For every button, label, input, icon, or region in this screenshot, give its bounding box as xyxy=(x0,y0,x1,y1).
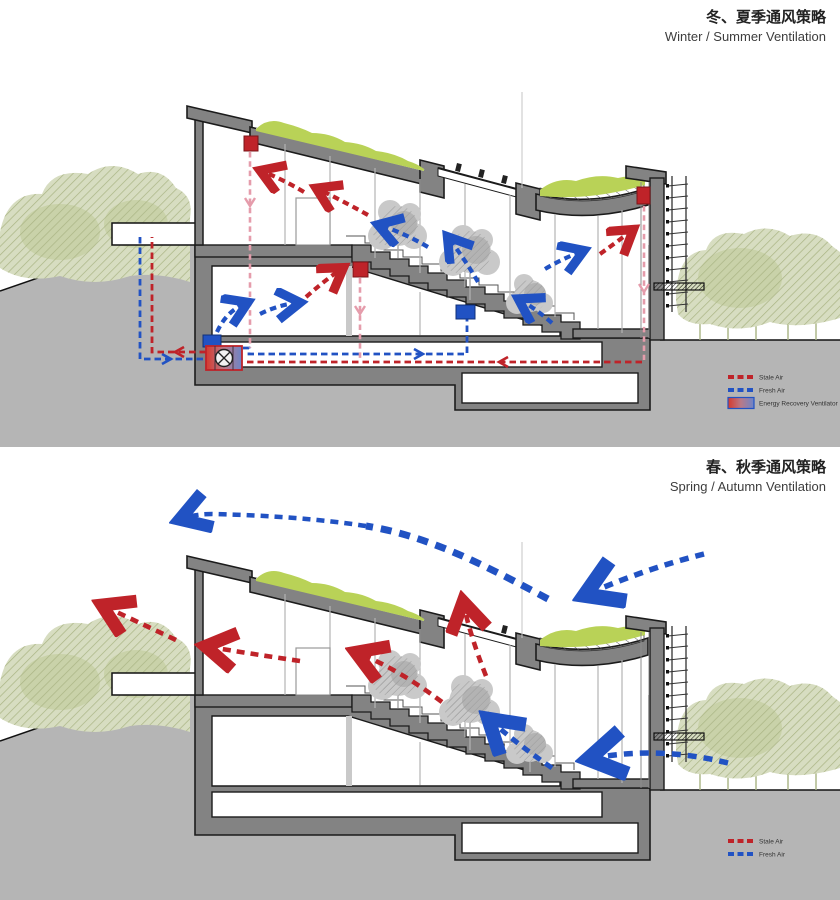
stale-vent-facade-right xyxy=(636,186,651,205)
winter-title-cn: 冬、夏季通风策略 xyxy=(706,8,827,26)
legend-stale-label: Stale Air xyxy=(759,839,784,846)
legend-spring: Stale Air Fresh Air xyxy=(728,839,786,859)
stale-arrow xyxy=(264,172,306,192)
legend-fresh-label: Fresh Air xyxy=(759,388,786,395)
stale-air-arrows xyxy=(264,172,630,299)
duct-down-arrow xyxy=(637,283,651,295)
stale-exhaust-arrows xyxy=(106,606,486,704)
winter-summer-panel: Stale Air Fresh Air Energy Recovery Vent… xyxy=(0,8,840,447)
fresh-diffuser-stairs xyxy=(455,304,476,320)
spring-title-en: Spring / Autumn Ventilation xyxy=(670,479,826,494)
stale-air-exhaust-duct xyxy=(150,237,206,354)
wind-arrow-lower-inlet xyxy=(594,753,729,763)
energy-recovery-ventilator xyxy=(205,345,243,371)
fresh-supply-plenum-duct xyxy=(243,314,469,356)
stale-arrow-clerestory xyxy=(464,606,486,677)
stale-arrow xyxy=(320,190,370,217)
stale-vent-stair-landing xyxy=(352,261,369,278)
fresh-arrow xyxy=(543,252,580,269)
winter-title-en: Winter / Summer Ventilation xyxy=(665,29,826,44)
fresh-flow-arrow xyxy=(413,347,426,361)
fresh-air-intake-duct xyxy=(138,237,204,361)
wind-arrow-interior xyxy=(492,722,554,771)
stale-arrow-upper-room xyxy=(210,647,301,661)
legend-fresh-label: Fresh Air xyxy=(759,852,786,859)
fresh-arrow xyxy=(522,301,554,323)
fresh-wind-arrows xyxy=(184,514,729,771)
wind-arrow-tail xyxy=(365,522,550,603)
fresh-arrow xyxy=(450,240,480,284)
wind-arrow-over-roof xyxy=(184,514,367,526)
fresh-arrow xyxy=(259,303,296,314)
stale-arrow xyxy=(598,232,630,254)
stale-flow-arrow xyxy=(172,345,185,359)
stale-arrow-stairs xyxy=(360,654,444,704)
legend-erv-label: Energy Recovery Ventilator xyxy=(759,401,839,408)
fresh-arrow xyxy=(215,304,244,333)
fresh-air-arrows xyxy=(215,226,580,333)
stale-arrow-exiting-left xyxy=(106,607,177,643)
duct-down-arrow xyxy=(353,305,367,317)
legend-erv-swatch xyxy=(727,396,755,410)
entry-terrace xyxy=(111,672,197,696)
spring-title-cn: 春、秋季通风策略 xyxy=(706,458,827,476)
duct-down-arrow xyxy=(243,197,257,209)
legend-winter: Stale Air Fresh Air Energy Recovery Vent… xyxy=(727,375,839,410)
entry-terrace xyxy=(111,222,197,246)
duct-network xyxy=(138,152,651,369)
fresh-arrow xyxy=(382,226,430,249)
spring-autumn-panel: Stale Air Fresh Air 春、秋季通风策略 Spring / Au… xyxy=(0,450,840,900)
legend-stale-label: Stale Air xyxy=(759,375,784,382)
stale-arrow xyxy=(304,270,340,299)
stale-vent-roof-left xyxy=(243,135,259,152)
fresh-flow-arrow xyxy=(161,352,174,366)
stale-flow-arrow xyxy=(496,355,509,369)
